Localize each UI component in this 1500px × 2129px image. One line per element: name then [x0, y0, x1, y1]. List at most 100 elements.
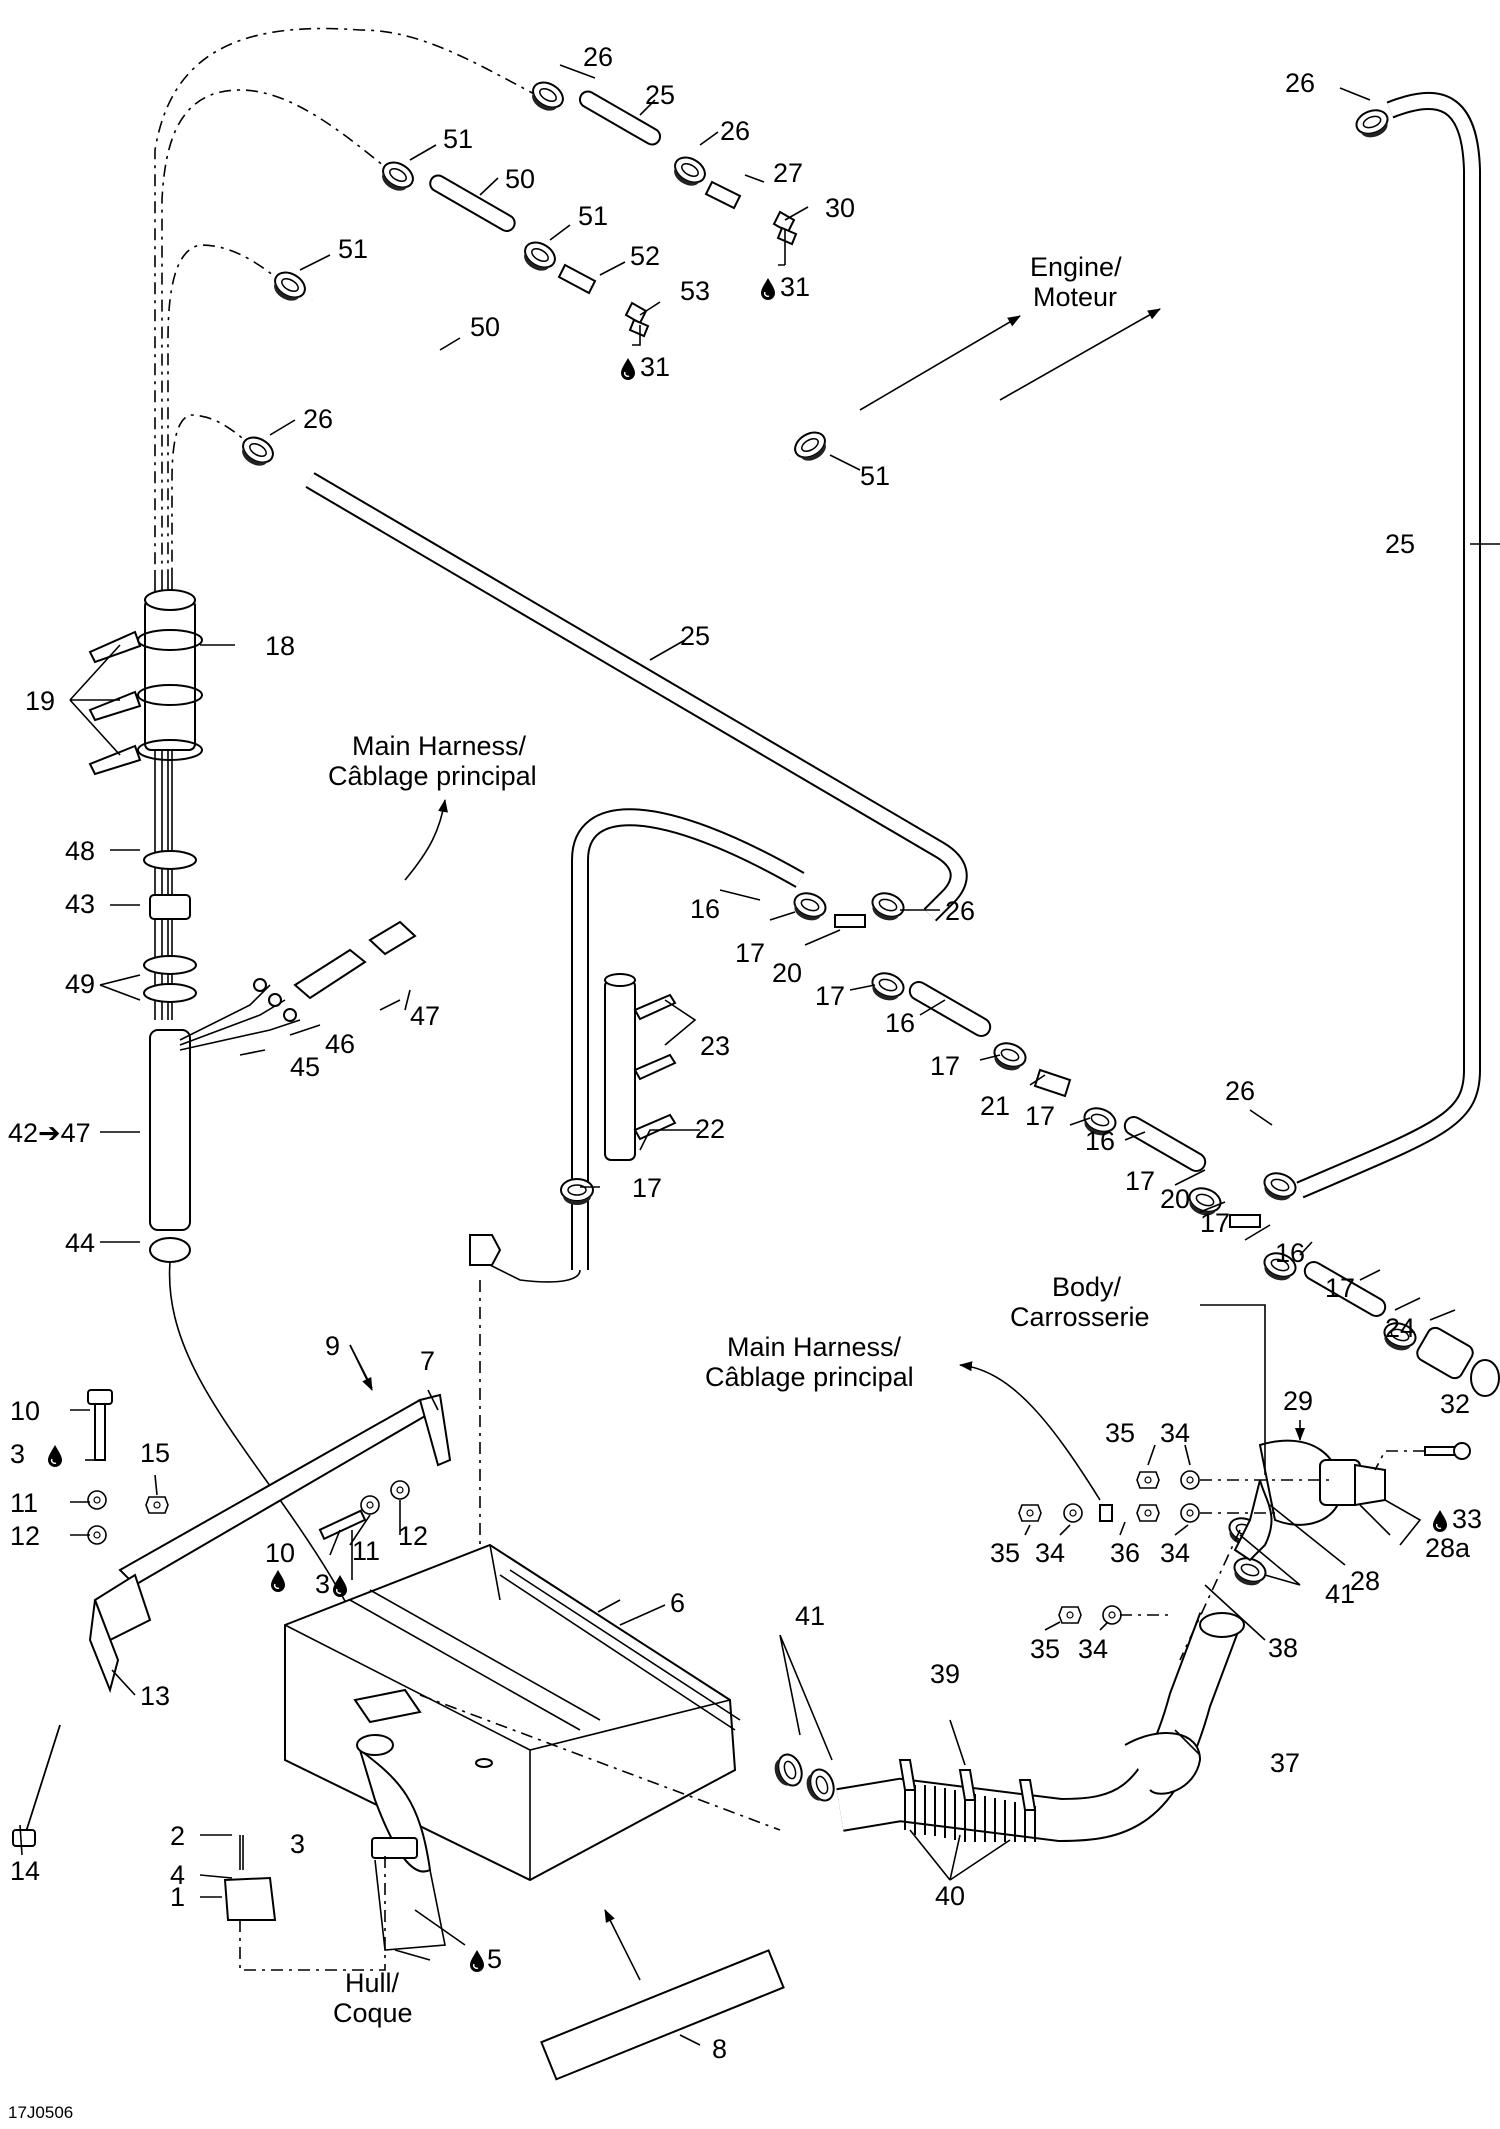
callout-36: 36: [1110, 1538, 1140, 1568]
callout-32: 32: [1440, 1389, 1470, 1419]
main-harness-label: Câblage principal: [328, 761, 537, 791]
engine-label: Moteur: [1033, 282, 1117, 312]
drop-icon: [47, 277, 1448, 1973]
callout-19: 19: [25, 686, 55, 716]
callout-23: 23: [700, 1031, 730, 1061]
callout-34: 34: [1160, 1418, 1190, 1448]
callout-41: 41: [1325, 1579, 1355, 1609]
callout-31: 31: [640, 352, 670, 382]
callout-45: 45: [290, 1052, 320, 1082]
callout-39: 39: [930, 1659, 960, 1689]
callout-26: 26: [720, 116, 750, 146]
figure-code: 17J0506: [8, 2103, 73, 2122]
callout-30: 30: [825, 193, 855, 223]
callout-15: 15: [140, 1438, 170, 1468]
callout-38: 38: [1268, 1633, 1298, 1663]
callout-41: 41: [795, 1601, 825, 1631]
callout-20: 20: [772, 958, 802, 988]
callout-26: 26: [1225, 1076, 1255, 1106]
callout-3: 3: [10, 1439, 25, 1469]
callout-28: 28: [1350, 1566, 1380, 1596]
callout-10: 10: [265, 1538, 295, 1568]
callout-17: 17: [930, 1051, 960, 1081]
callout-34: 34: [1160, 1538, 1190, 1568]
callout-50: 50: [505, 164, 535, 194]
callout-16: 16: [1275, 1238, 1305, 1268]
callout-24: 24: [1385, 1313, 1415, 1343]
callout-43: 43: [65, 889, 95, 919]
callout-28a: 28a: [1425, 1533, 1471, 1563]
callout-29: 29: [1283, 1386, 1313, 1416]
callout-4: 4: [170, 1860, 185, 1890]
clip-assembly: [604, 973, 677, 1161]
callout-20: 20: [1160, 1184, 1190, 1214]
main-harness-label: Main Harness/: [727, 1332, 902, 1362]
top-fittings: [235, 76, 1481, 1199]
callout-31: 31: [780, 272, 810, 302]
callout-25: 25: [1385, 529, 1415, 559]
callout-49: 49: [65, 969, 95, 999]
callout-18: 18: [265, 631, 295, 661]
callout-17: 17: [1025, 1101, 1055, 1131]
callout-17: 17: [815, 981, 845, 1011]
callout-52: 52: [630, 241, 660, 271]
callout-33: 33: [1452, 1504, 1482, 1534]
body-label: Carrosserie: [1010, 1302, 1150, 1332]
callout-17: 17: [1200, 1208, 1230, 1238]
callout-44: 44: [65, 1228, 95, 1258]
fuel-pump-assembly: [88, 589, 417, 1701]
hull-label: Hull/: [345, 1968, 400, 1998]
callout-22: 22: [695, 1114, 725, 1144]
callout-12: 12: [10, 1521, 40, 1551]
callout-3: 3: [315, 1569, 330, 1599]
main-harness-label: Main Harness/: [352, 731, 527, 761]
callout-25: 25: [645, 80, 675, 110]
callout-7: 7: [420, 1346, 435, 1376]
callout-25: 25: [680, 621, 710, 651]
callout-47: 47: [410, 1001, 440, 1031]
body-label: Body/: [1052, 1272, 1122, 1302]
callout-3: 3: [290, 1829, 305, 1859]
callout-10: 10: [10, 1396, 40, 1426]
callout-9: 9: [325, 1331, 340, 1361]
callout-42-47: 42➔47: [8, 1118, 91, 1148]
callout-35: 35: [1030, 1634, 1060, 1664]
callout-5: 5: [487, 1944, 502, 1974]
callout-27: 27: [773, 158, 803, 188]
callout-16: 16: [885, 1008, 915, 1038]
callout-1: 1: [170, 1882, 185, 1912]
callout-50: 50: [470, 312, 500, 342]
callout-48: 48: [65, 836, 95, 866]
callout-13: 13: [140, 1681, 170, 1711]
filler-hardware: [1018, 1442, 1471, 1625]
callout-26: 26: [583, 42, 613, 72]
callout-34: 34: [1078, 1634, 1108, 1664]
callout-16: 16: [1085, 1126, 1115, 1156]
callout-11: 11: [352, 1536, 380, 1566]
callout-21: 21: [980, 1091, 1010, 1121]
callout-40: 40: [935, 1881, 965, 1911]
main-harness-label: Câblage principal: [705, 1362, 914, 1392]
hose-routing: [154, 27, 541, 570]
callout-51: 51: [338, 234, 368, 264]
callout-17: 17: [735, 938, 765, 968]
filler-neck: [769, 1439, 1386, 1843]
callout-51: 51: [443, 124, 473, 154]
fuel-tank: [223, 1543, 785, 2081]
callout-17: 17: [632, 1173, 662, 1203]
callout-8: 8: [712, 2034, 727, 2064]
callouts: 26 25 26 27 30 31 51 50 51 52 53 31 51 5…: [8, 42, 1482, 2064]
callout-35: 35: [1105, 1418, 1135, 1448]
callout-26: 26: [1285, 68, 1315, 98]
location-labels: Engine/ Moteur Main Harness/ Câblage pri…: [328, 252, 1150, 2028]
callout-2: 2: [170, 1821, 185, 1851]
middle-fittings: [469, 808, 1500, 1620]
callout-26: 26: [945, 896, 975, 926]
callout-16: 16: [690, 894, 720, 924]
hull-label: Coque: [333, 1998, 413, 2028]
callout-37: 37: [1270, 1748, 1300, 1778]
callout-46: 46: [325, 1029, 355, 1059]
callout-26: 26: [303, 404, 333, 434]
callout-53: 53: [680, 276, 710, 306]
